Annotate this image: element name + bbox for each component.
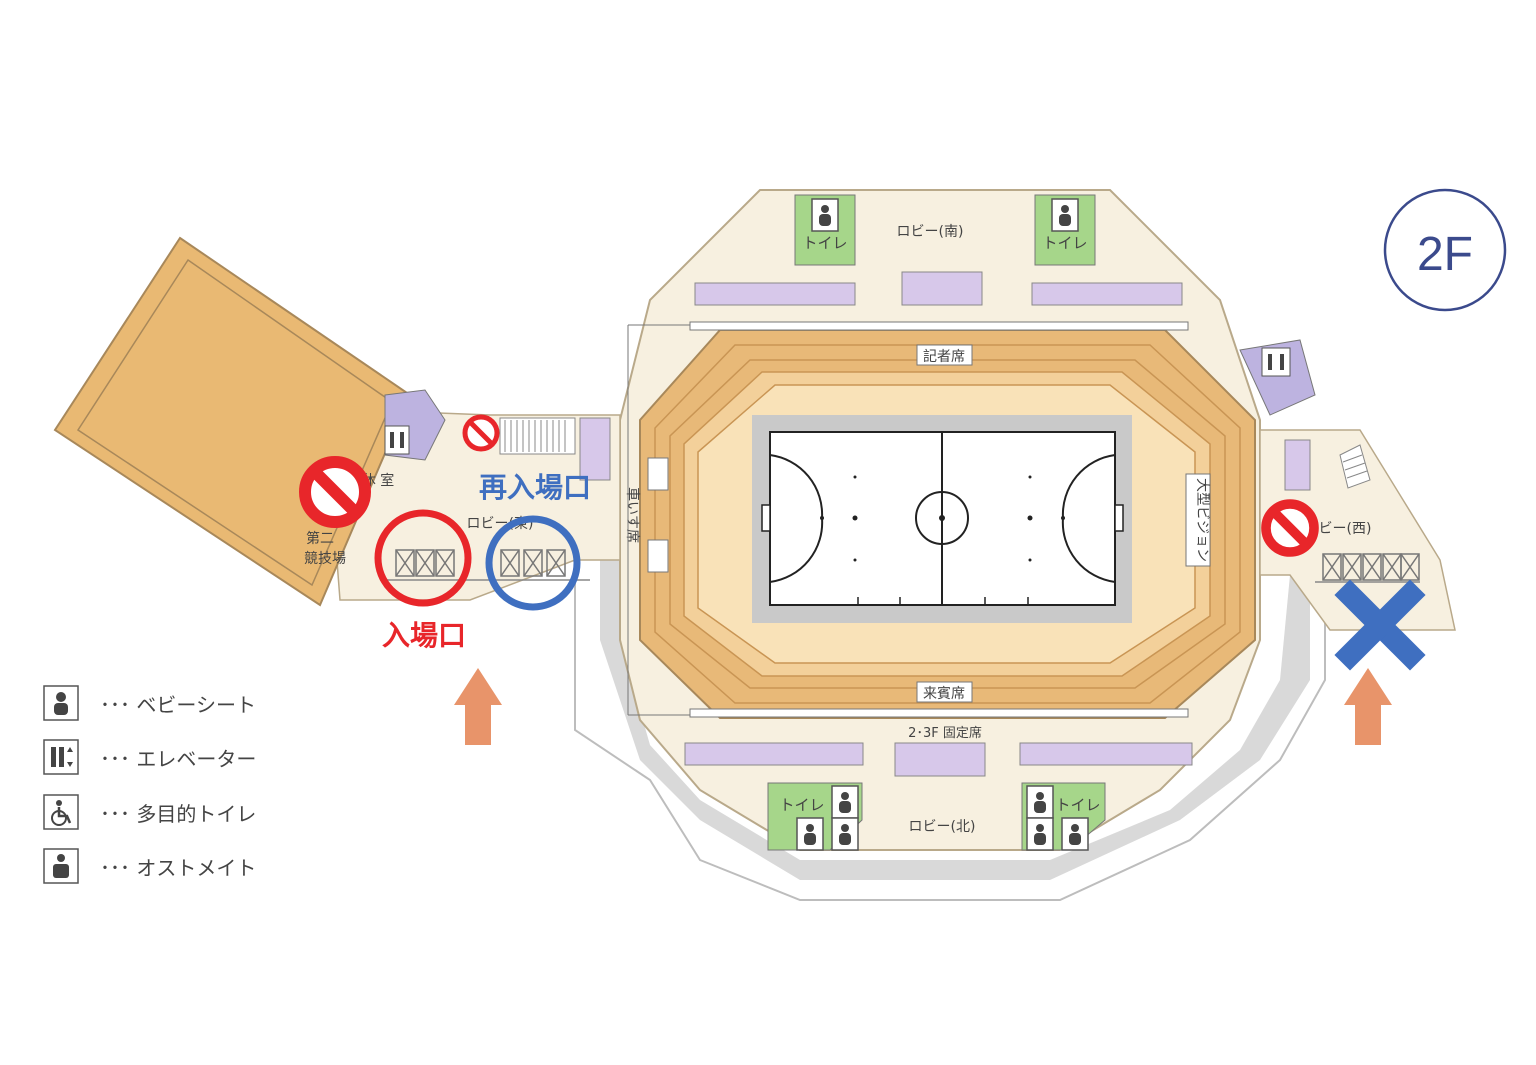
baby-seat-icon (43, 685, 79, 721)
toilet-label: トイレ (1042, 234, 1087, 252)
purple-block-east (579, 417, 611, 481)
toilet-label: トイレ (779, 796, 824, 814)
svg-text:来賓席: 来賓席 (923, 685, 965, 702)
purple-block (901, 271, 983, 306)
lobby-west-label: ビー(西) (1319, 521, 1372, 537)
toilet-south-left: トイレ (794, 194, 856, 266)
wheelchair-seats: 車いす席 (624, 324, 690, 716)
second-arena-label-1: 第二 (306, 530, 334, 547)
svg-text:･･･ 多目的トイレ: ･･･ 多目的トイレ (100, 802, 256, 826)
svg-text:2F: 2F (1417, 228, 1473, 281)
closed-cross-icon (1334, 579, 1426, 671)
elevator-block-west (1239, 339, 1316, 416)
purple-block (694, 282, 856, 306)
rail (689, 321, 1189, 331)
futsal-court (752, 415, 1132, 623)
toilet-south-right: トイレ (1034, 194, 1096, 266)
elevator-icon (43, 739, 79, 775)
ostomate-icon (43, 848, 79, 884)
svg-text:大型ビジョン: 大型ビジョン (1194, 478, 1210, 562)
no-entry-icon (465, 417, 497, 449)
legend-accessible-toilet: ･･･ 多目的トイレ (43, 794, 256, 830)
press-seats: 記者席 (916, 344, 973, 366)
accessible-toilet-icon (43, 794, 79, 830)
elevator-icon (384, 425, 410, 455)
legend-ostomate: ･･･ オストメイト (43, 848, 256, 884)
purple-block (1031, 282, 1183, 306)
purple-block (894, 742, 986, 777)
elevator-icon (1261, 347, 1291, 377)
toilet-north-left: トイレ (767, 782, 863, 851)
purple-block-west (1284, 439, 1311, 491)
stairs-west (1339, 444, 1371, 489)
legend-baby-seat: ･･･ ベビーシート (43, 685, 256, 721)
entrance-circle (374, 509, 472, 607)
arrow-up-icon (1344, 668, 1392, 745)
toilet-label: トイレ (1055, 796, 1100, 814)
lobby-north-label: ロビー(北) (909, 819, 976, 835)
reentry-circle (485, 515, 581, 611)
svg-text:車いす席: 車いす席 (624, 487, 641, 543)
svg-text:･･･ ベビーシート: ･･･ ベビーシート (100, 693, 256, 717)
lobby-south-label: ロビー(南) (897, 224, 964, 240)
reentry-label: 再入場口 (479, 472, 591, 503)
legend: ･･･ ベビーシート ･･･ エレベーター ･･･ 多目的トイレ (43, 685, 256, 884)
fixed-seats-label: 2･3F 固定席 (908, 725, 982, 741)
big-screen: 大型ビジョン (1185, 473, 1211, 567)
second-arena-label-2: 競技場 (304, 551, 346, 567)
purple-block (684, 742, 864, 766)
purple-block (1019, 742, 1193, 766)
svg-text:･･･ オストメイト: ･･･ オストメイト (100, 856, 256, 880)
entrance-label: 入場口 (382, 620, 466, 651)
legend-elevator: ･･･ エレベーター (43, 739, 256, 775)
arrow-up-icon (454, 668, 502, 745)
svg-text:･･･ エレベーター: ･･･ エレベーター (100, 747, 256, 771)
toilet-label: トイレ (802, 234, 847, 252)
no-entry-icon (1266, 504, 1314, 552)
svg-text:記者席: 記者席 (923, 348, 965, 365)
guest-seats: 来賓席 (916, 681, 973, 703)
stairs-east (499, 417, 576, 455)
rail (689, 708, 1189, 718)
floor-badge: 2F (1383, 188, 1507, 312)
toilet-north-right: トイレ (1021, 782, 1106, 851)
no-entry-icon (305, 462, 365, 522)
